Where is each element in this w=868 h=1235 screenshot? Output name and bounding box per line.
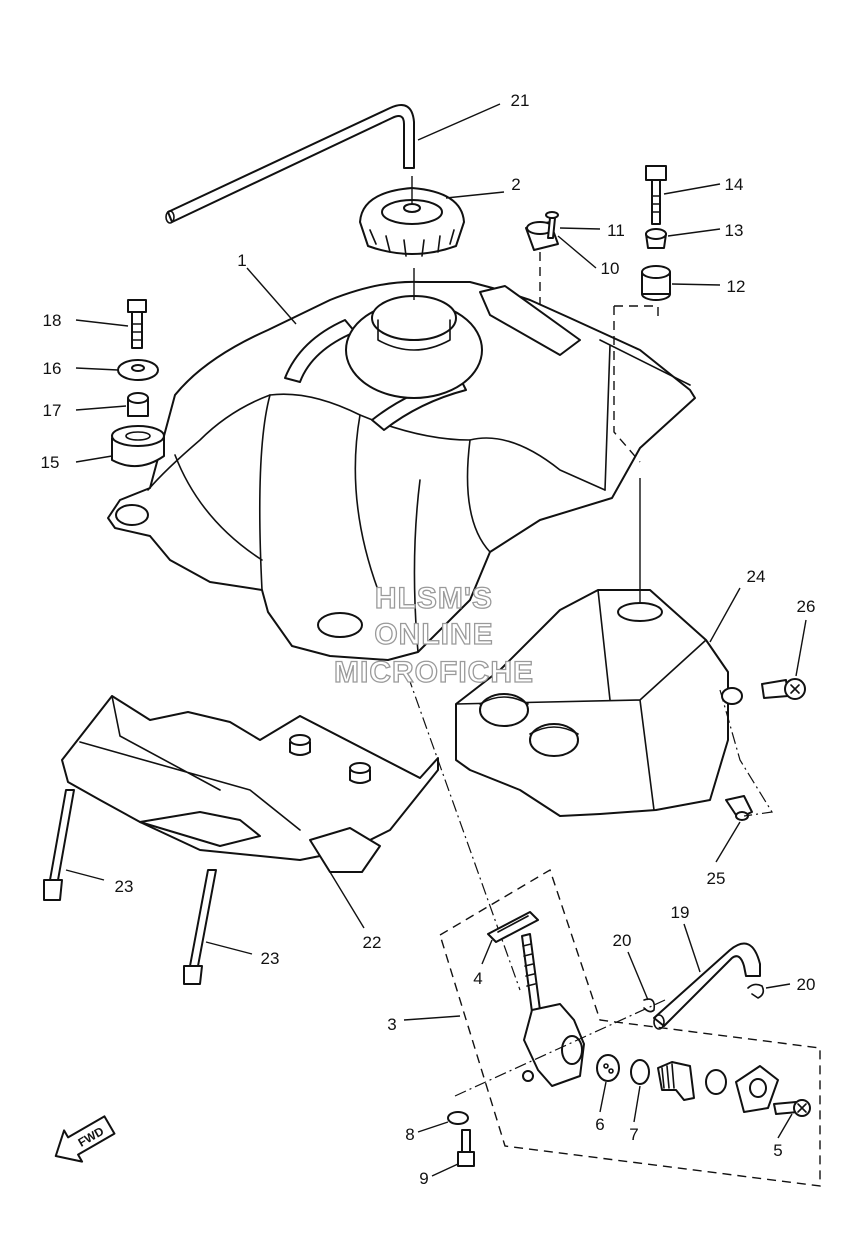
callout-labels: 1 2 3 4 5 6 7 8 9 10 11 12 13 14 15 16 1… xyxy=(41,91,816,1188)
callout-5: 5 xyxy=(773,1141,782,1160)
lever-plate[interactable] xyxy=(735,1065,779,1113)
fuel-hose-19[interactable] xyxy=(653,942,761,1030)
callout-1: 1 xyxy=(237,251,246,270)
watermark-line-1: HLSM'S xyxy=(375,582,493,615)
watermark-line-2: ONLINE xyxy=(374,618,493,651)
callout-9: 9 xyxy=(419,1169,428,1188)
collar-13[interactable] xyxy=(645,228,667,249)
callout-18: 18 xyxy=(43,311,62,330)
callout-4: 4 xyxy=(473,969,482,988)
fuel-cock-3[interactable] xyxy=(521,933,585,1087)
cable-tie-23b[interactable] xyxy=(183,869,217,985)
callout-20b: 20 xyxy=(797,975,816,994)
under-cover-22[interactable] xyxy=(61,695,439,873)
screw-26[interactable] xyxy=(721,678,806,705)
sub-tank-24[interactable] xyxy=(455,589,729,817)
lever-spring[interactable] xyxy=(657,1061,695,1101)
filter-6[interactable] xyxy=(596,1054,620,1082)
callout-24: 24 xyxy=(747,567,766,586)
leader-lines xyxy=(65,103,807,1177)
washer-8[interactable] xyxy=(447,1111,469,1125)
screw-9[interactable] xyxy=(457,1129,475,1167)
screw-11[interactable] xyxy=(545,211,559,239)
screw-5[interactable] xyxy=(773,1099,811,1117)
callout-17: 17 xyxy=(43,401,62,420)
fwd-arrow-icon: FWD xyxy=(54,1115,116,1163)
breather-hose-21[interactable] xyxy=(165,104,415,224)
callout-7: 7 xyxy=(629,1125,638,1144)
washer-16[interactable] xyxy=(117,359,159,381)
washer[interactable] xyxy=(705,1069,727,1095)
callout-20a: 20 xyxy=(613,931,632,950)
callout-23a: 23 xyxy=(115,877,134,896)
hose-clip-20a[interactable] xyxy=(643,998,656,1013)
damper-12[interactable] xyxy=(641,265,671,301)
callout-8: 8 xyxy=(405,1125,414,1144)
fuel-tank-1[interactable] xyxy=(107,268,696,661)
watermark-line-3: MICROFICHE xyxy=(334,656,534,689)
callout-21: 21 xyxy=(511,91,530,110)
callout-22: 22 xyxy=(363,933,382,952)
callout-3: 3 xyxy=(387,1015,396,1034)
callout-11: 11 xyxy=(607,221,625,240)
cable-tie-23a[interactable] xyxy=(43,789,75,901)
gasket-4[interactable] xyxy=(487,911,539,943)
damper-15[interactable] xyxy=(111,425,165,467)
callout-10: 10 xyxy=(601,259,620,278)
callout-12: 12 xyxy=(727,277,746,296)
fuel-cap-2[interactable] xyxy=(359,176,465,257)
collar-17[interactable] xyxy=(127,392,149,417)
bolt-18[interactable] xyxy=(127,299,147,349)
hose-clip-20b[interactable] xyxy=(747,983,765,999)
callout-2: 2 xyxy=(511,175,520,194)
callout-16: 16 xyxy=(43,359,62,378)
callout-15: 15 xyxy=(41,453,60,472)
clip-25[interactable] xyxy=(725,795,753,821)
callout-19: 19 xyxy=(671,903,690,922)
callout-13: 13 xyxy=(725,221,744,240)
callout-6: 6 xyxy=(595,1115,604,1134)
o-ring-7[interactable] xyxy=(630,1059,650,1085)
callout-23b: 23 xyxy=(261,949,280,968)
callout-25: 25 xyxy=(707,869,726,888)
fuel-cock-assembly-boundary xyxy=(439,868,821,1187)
watermark: HLSM'S ONLINE MICROFICHE xyxy=(333,581,534,689)
callout-26: 26 xyxy=(797,597,816,616)
callout-14: 14 xyxy=(725,175,744,194)
bolt-14[interactable] xyxy=(645,165,667,225)
